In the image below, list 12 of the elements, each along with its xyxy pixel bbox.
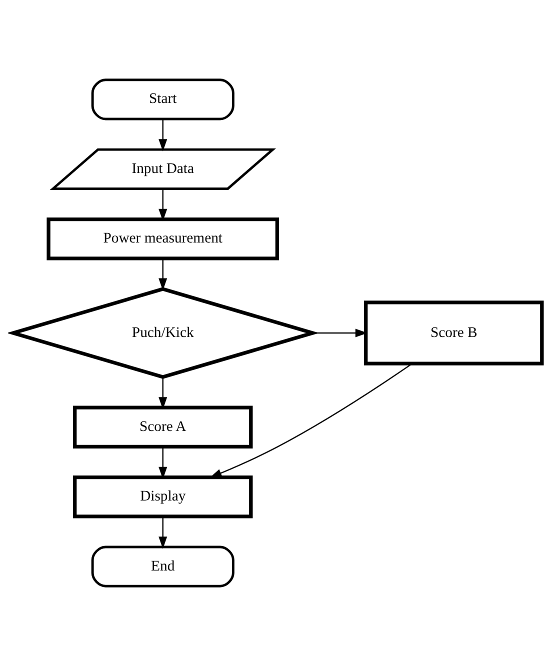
arrow (158, 377, 168, 410)
arrow (158, 119, 168, 152)
arrow (158, 516, 168, 549)
node-box: Start (91, 78, 234, 120)
node-box: Score A (73, 406, 253, 449)
node-box: End (91, 546, 234, 588)
arrow (210, 363, 412, 478)
node-box: Score B (364, 300, 544, 366)
node-diamond: Puch/Kick (8, 287, 320, 379)
node-box: Display (73, 475, 253, 518)
node-box: Power measurement (46, 217, 280, 260)
arrow (158, 258, 168, 290)
